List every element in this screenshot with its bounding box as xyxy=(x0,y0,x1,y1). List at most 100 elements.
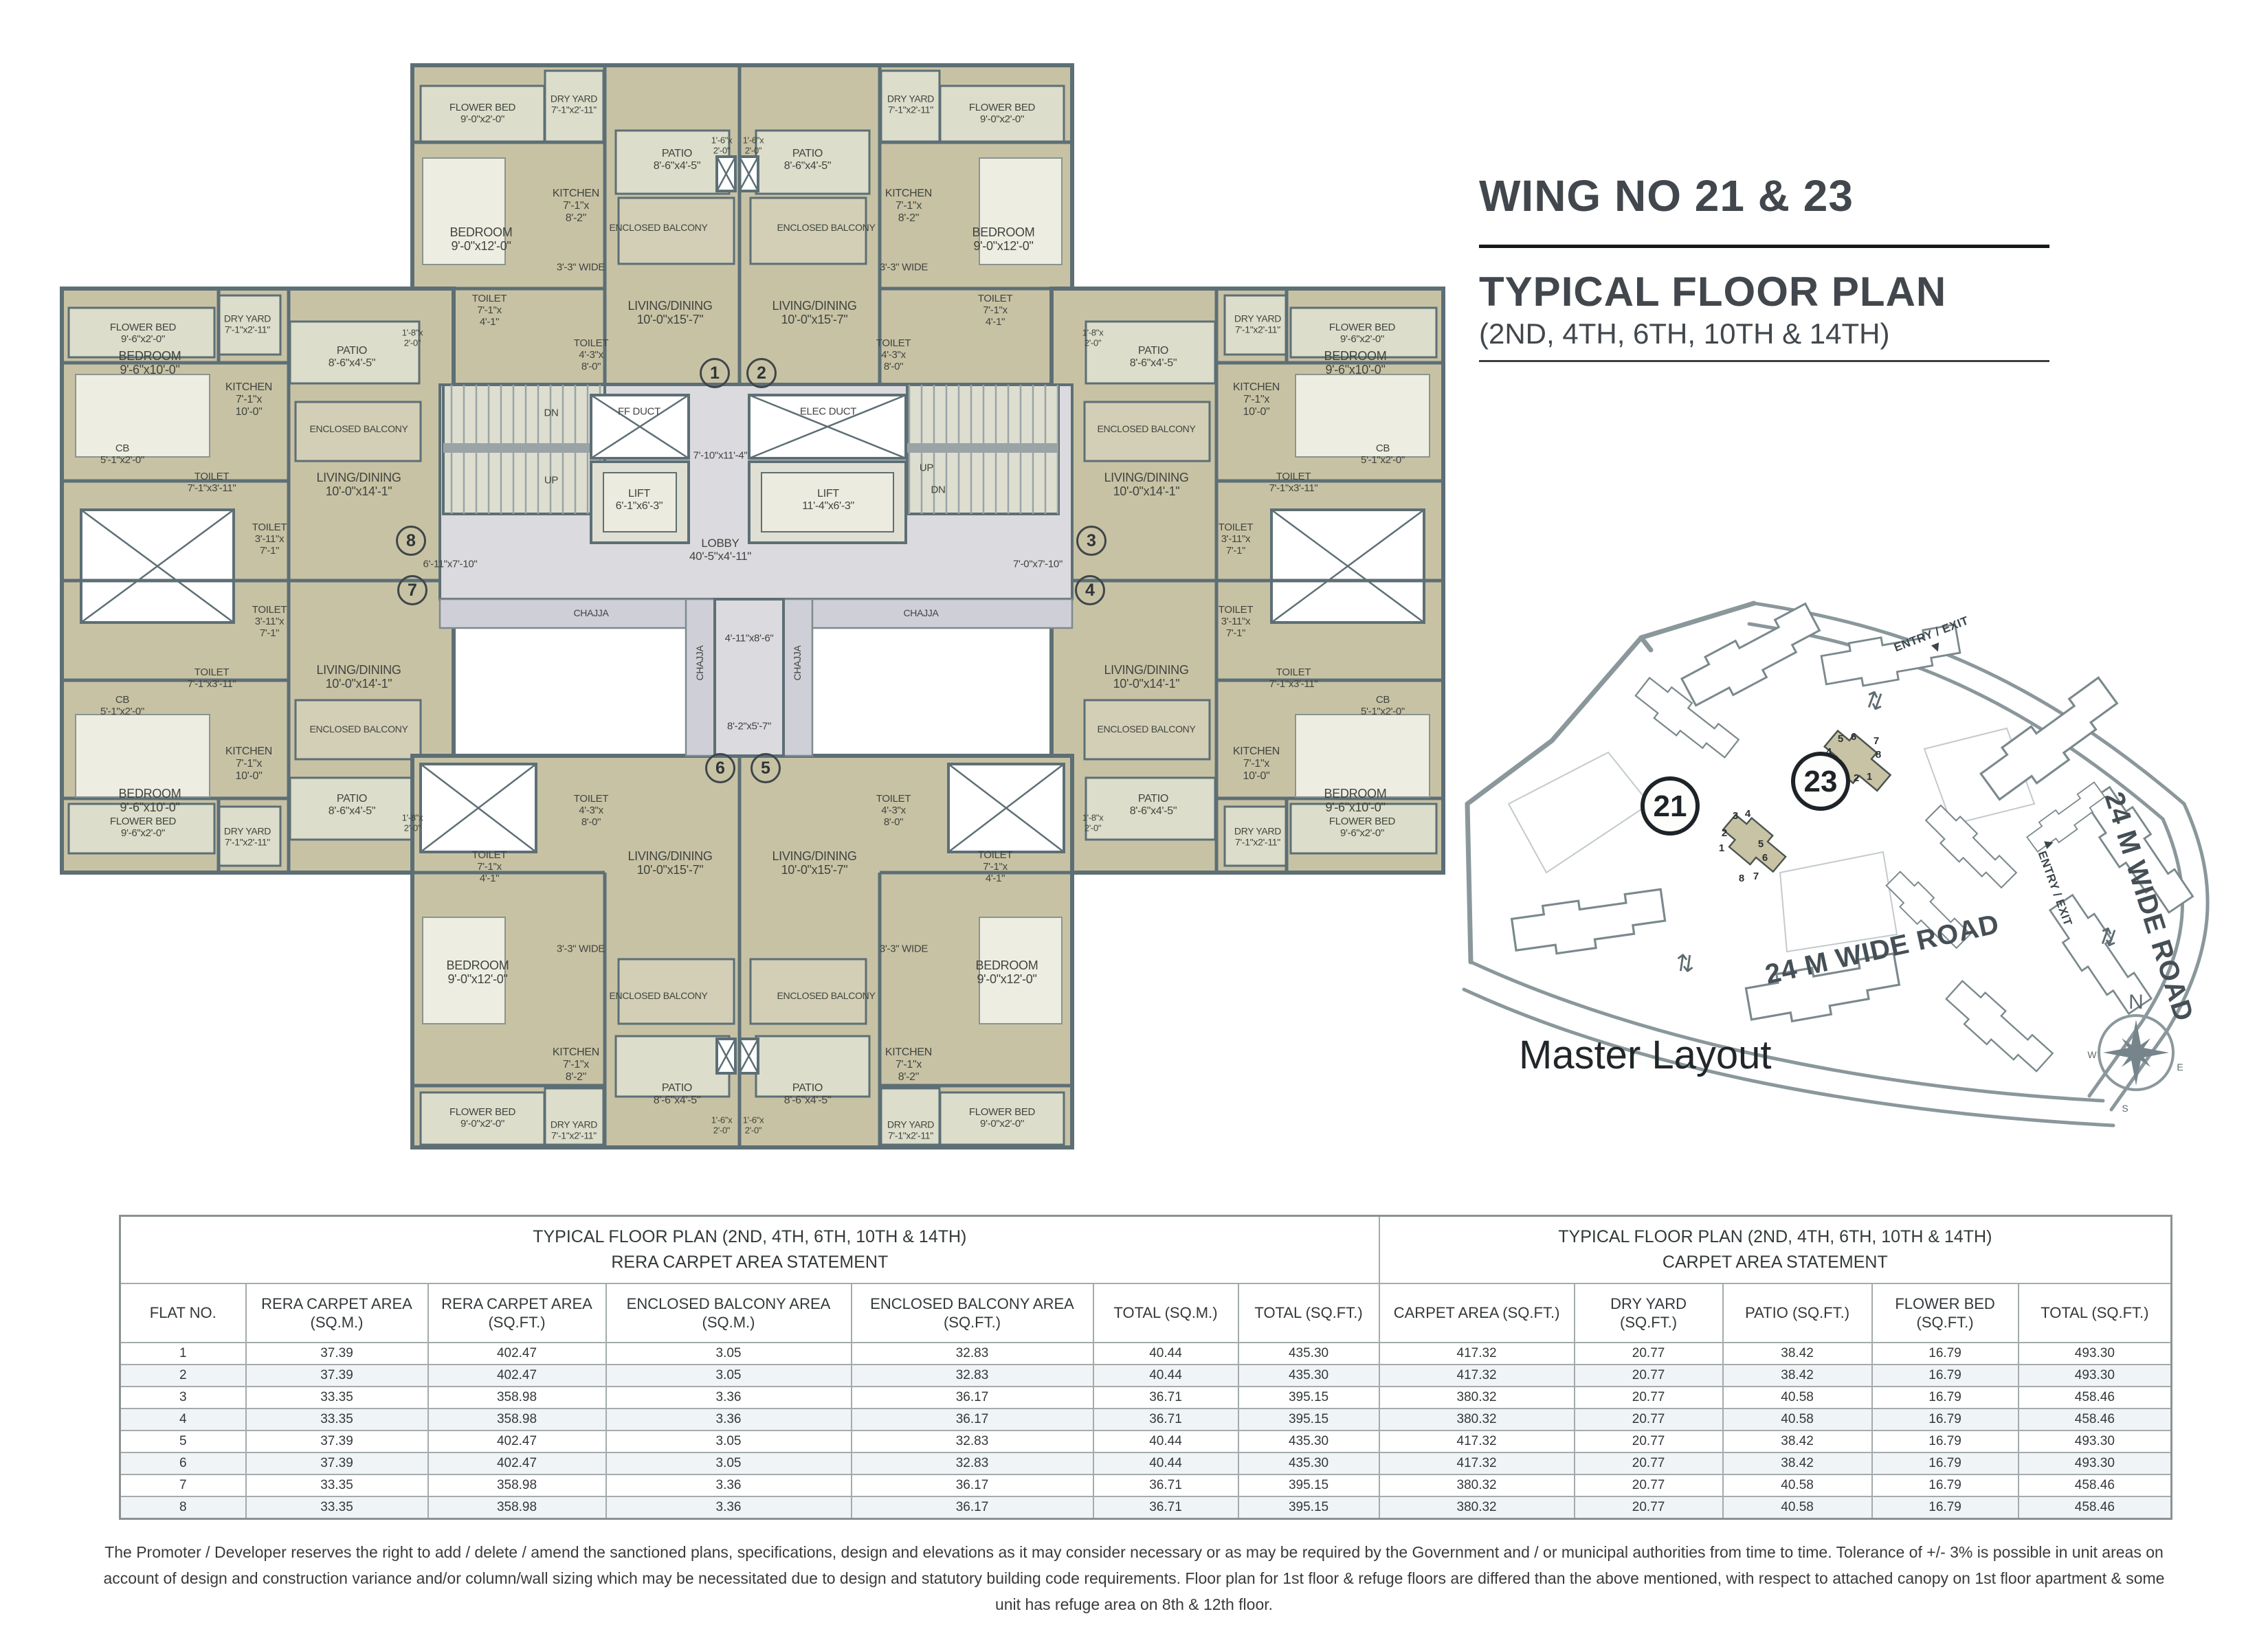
table-cell: 40.58 xyxy=(1722,1386,1873,1409)
table-cell: 40.44 xyxy=(1092,1364,1239,1387)
table-cell: 33.35 xyxy=(245,1408,429,1431)
table-cell: 36.71 xyxy=(1092,1474,1239,1497)
flat-digit: 7 xyxy=(1874,735,1879,747)
table-cell: 20.77 xyxy=(1573,1474,1724,1497)
table-cell: 358.98 xyxy=(427,1496,607,1520)
table-cell: 458.46 xyxy=(2017,1474,2172,1497)
flat-digit: 6 xyxy=(1851,731,1856,743)
table-cell: 40.44 xyxy=(1092,1430,1239,1453)
table-cell: 33.35 xyxy=(245,1474,429,1497)
flat-digit: 5 xyxy=(1838,733,1843,745)
column-header: CARPET AREA (SQ.FT.) xyxy=(1378,1283,1575,1343)
table-cell: 36.71 xyxy=(1092,1496,1239,1520)
table-cell: 40.58 xyxy=(1722,1474,1873,1497)
page-subtitle: TYPICAL FLOOR PLAN xyxy=(1479,269,1947,315)
table-cell: 20.77 xyxy=(1573,1452,1724,1475)
column-header: FLOWER BED (SQ.FT.) xyxy=(1871,1283,2019,1343)
table-cell: 40.58 xyxy=(1722,1408,1873,1431)
table-cell: 36.17 xyxy=(850,1474,1094,1497)
column-header: DRY YARD (SQ.FT.) xyxy=(1573,1283,1724,1343)
table-cell: 16.79 xyxy=(1871,1452,2019,1475)
table-cell: 417.32 xyxy=(1378,1452,1575,1475)
table-cell: 16.79 xyxy=(1871,1342,2019,1365)
table-cell: 458.46 xyxy=(2017,1408,2172,1431)
table-cell: 37.39 xyxy=(245,1452,429,1475)
table-cell: 16.79 xyxy=(1871,1364,2019,1387)
chajja-vertical-right xyxy=(782,598,814,757)
table-cell: 36.71 xyxy=(1092,1408,1239,1431)
flat-digit: 4 xyxy=(1745,808,1751,820)
table-cell: 3.05 xyxy=(605,1452,852,1475)
wing-flat-numbers: 3421567856784321 xyxy=(1719,731,1881,884)
flat-digit: 5 xyxy=(1758,838,1764,850)
table-cell: 493.30 xyxy=(2017,1342,2172,1365)
compass-south-label: S xyxy=(2122,1103,2128,1114)
road-bottom xyxy=(1469,960,2105,1103)
table-cell: 3.05 xyxy=(605,1342,852,1365)
left-wing xyxy=(60,287,456,875)
table-cell: 20.77 xyxy=(1573,1430,1724,1453)
table-cell: 16.79 xyxy=(1871,1474,2019,1497)
column-header: FLAT NO. xyxy=(119,1283,247,1343)
table-cell: 493.30 xyxy=(2017,1364,2172,1387)
area-statement-table: TYPICAL FLOOR PLAN (2ND, 4TH, 6TH, 10TH … xyxy=(119,1215,2173,1520)
building-outlines xyxy=(1510,602,2194,1073)
wing-21-footprint xyxy=(1722,814,1787,873)
right-wing xyxy=(1049,287,1445,875)
rera-group-header: TYPICAL FLOOR PLAN (2ND, 4TH, 6TH, 10TH … xyxy=(119,1215,1380,1284)
table-cell: 32.83 xyxy=(850,1430,1094,1453)
table-cell: 38.42 xyxy=(1722,1364,1873,1387)
column-header: ENCLOSED BALCONY AREA (SQ.M.) xyxy=(605,1283,852,1343)
column-header: PATIO (SQ.FT.) xyxy=(1722,1283,1873,1343)
master-layout-caption: Master Layout xyxy=(1519,1033,1772,1077)
table-cell: 3.36 xyxy=(605,1496,852,1520)
table-cell: 395.15 xyxy=(1237,1408,1380,1431)
wing-21-badge-label: 21 xyxy=(1654,789,1687,823)
table-cell: 38.42 xyxy=(1722,1452,1873,1475)
bottom-wing xyxy=(410,754,1074,1149)
rera-group-title: TYPICAL FLOOR PLAN (2ND, 4TH, 6TH, 10TH … xyxy=(533,1226,967,1246)
table-cell: 3.36 xyxy=(605,1474,852,1497)
road-right xyxy=(2109,802,2210,1112)
flat-digit: 6 xyxy=(1762,852,1768,864)
table-cell: 358.98 xyxy=(427,1408,607,1431)
table-cell: 2 xyxy=(119,1364,247,1387)
carpet-group-subtitle: CARPET AREA STATEMENT xyxy=(1662,1253,1888,1272)
wing-23-badge xyxy=(1791,752,1850,811)
floor-plan-drawing xyxy=(60,63,1445,1149)
compass-west-label: W xyxy=(2087,1049,2097,1060)
table-cell: 402.47 xyxy=(427,1342,607,1365)
table-cell: 7 xyxy=(119,1474,247,1497)
column-header: TOTAL (SQ.FT.) xyxy=(1237,1283,1380,1343)
walkway xyxy=(713,598,785,757)
rera-group-subtitle: RERA CARPET AREA STATEMENT xyxy=(611,1253,889,1272)
compass-icon: N W E S xyxy=(2087,991,2183,1114)
table-cell: 3 xyxy=(119,1386,247,1409)
table-cell: 402.47 xyxy=(427,1452,607,1475)
compass-north-label: N xyxy=(2128,991,2144,1013)
table-cell: 33.35 xyxy=(245,1386,429,1409)
table-cell: 40.44 xyxy=(1092,1452,1239,1475)
table-cell: 40.58 xyxy=(1722,1496,1873,1520)
table-cell: 16.79 xyxy=(1871,1496,2019,1520)
table-cell: 380.32 xyxy=(1378,1474,1575,1497)
table-cell: 3.05 xyxy=(605,1364,852,1387)
table-cell: 380.32 xyxy=(1378,1496,1575,1520)
chajja-vertical-left xyxy=(685,598,716,757)
wing-21-badge xyxy=(1641,776,1700,835)
page-subtitle-floors: (2ND, 4TH, 6TH, 10TH & 14TH) xyxy=(1479,317,1890,350)
table-cell: 38.42 xyxy=(1722,1342,1873,1365)
table-cell: 37.39 xyxy=(245,1342,429,1365)
table-cell: 402.47 xyxy=(427,1364,607,1387)
table-cell: 3.36 xyxy=(605,1408,852,1431)
site-boundary xyxy=(1465,601,1757,807)
table-cell: 32.83 xyxy=(850,1342,1094,1365)
table-cell: 380.32 xyxy=(1378,1386,1575,1409)
flat-digit: 2 xyxy=(1854,772,1859,784)
table-cell: 4 xyxy=(119,1408,247,1431)
